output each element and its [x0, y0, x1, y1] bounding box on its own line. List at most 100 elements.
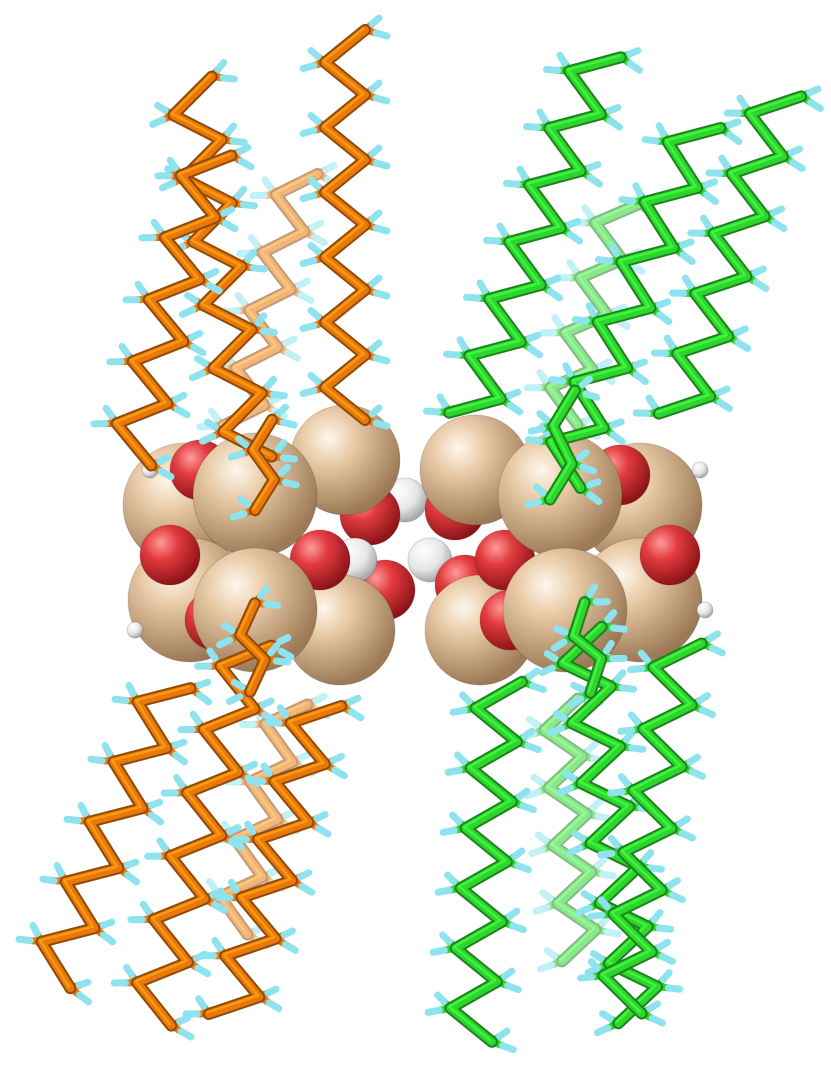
hydrogen-atom: [688, 768, 706, 780]
hydrogen-atom: [111, 695, 130, 705]
hydrogen-atom: [184, 291, 199, 304]
hydrogen-atom: [269, 390, 288, 400]
hydrogen-atom: [87, 755, 106, 765]
hydrogen-atom: [368, 14, 383, 28]
hydrogen-atom: [734, 338, 752, 353]
left-chain-core-link-top: [227, 403, 300, 521]
hydrogen-atom: [265, 999, 283, 1013]
hydrogen-atom: [700, 214, 713, 230]
hydrogen-atom: [276, 704, 290, 719]
hydrogen-atom: [656, 311, 673, 326]
hydrogen-atom: [648, 1014, 666, 1027]
hydrogen-atom: [237, 157, 255, 171]
chain-bond-highlight: [250, 416, 274, 511]
left-chain-lower-2: [15, 678, 213, 1006]
hydrogen-atom: [235, 435, 250, 449]
hydrogen-atom: [770, 218, 788, 233]
hydrogen-atom: [586, 174, 604, 188]
hydrogen-atom: [676, 815, 691, 828]
hydrogen-atom: [526, 344, 544, 359]
hydrogen-atom: [522, 122, 542, 131]
left-chain-upper-1: [299, 14, 391, 430]
hydrogen-atom: [551, 314, 564, 329]
hydrogen-atom: [276, 634, 292, 646]
hydrogen-atom: [562, 362, 574, 378]
hydrogen-atom: [331, 766, 348, 780]
hydrogen-atom: [205, 281, 223, 295]
hydrogen-atom: [524, 498, 543, 509]
hydrogen-atom: [663, 334, 676, 350]
hydrogen-atom: [194, 355, 209, 368]
hydrogen-atom: [570, 681, 586, 693]
hydrogen-atom: [372, 29, 391, 40]
hydrogen-atom: [609, 431, 626, 446]
hydrogen-atom: [307, 242, 322, 255]
hydrogen-atom: [789, 158, 806, 173]
hydrogen-atom: [613, 669, 627, 684]
hydrogen-atom: [234, 292, 248, 307]
hydrogen-atom: [516, 165, 529, 181]
hydrogen-atom: [585, 478, 602, 489]
hydrogen-atom: [696, 692, 711, 704]
hydrogen-atom: [15, 935, 34, 945]
hydrogen-atom: [227, 450, 246, 461]
chain-bond: [133, 641, 276, 1030]
hydrogen-atom: [524, 436, 544, 445]
hydrogen-atom: [221, 219, 239, 233]
hydrogen-atom: [307, 307, 322, 320]
hydrogen-atom: [314, 824, 332, 838]
oxygen-atom: [639, 524, 701, 586]
hydrogen-atom: [307, 112, 322, 125]
hydrogen-atom: [368, 144, 383, 158]
chain-bond: [445, 53, 625, 417]
right-chain-core-link-bottom: [550, 583, 628, 709]
right-chain-lower-3: [577, 630, 726, 1027]
hydrogen-atom: [219, 74, 238, 83]
hydrogen-atom: [597, 896, 611, 911]
hydrogen-atom: [220, 622, 236, 634]
hydrogen-atom: [585, 160, 602, 172]
hydrogen-atom: [194, 964, 212, 978]
hydrogen-atom: [347, 708, 365, 722]
hydrogen-atom: [534, 831, 550, 844]
hydrogen-atom: [220, 205, 236, 217]
hydrogen-atom: [618, 684, 638, 693]
hydrogen-atom: [310, 233, 328, 247]
hydrogen-atom: [368, 209, 383, 223]
hydrogen-atom: [234, 185, 248, 200]
hydrogen-atom: [646, 864, 665, 873]
hydrogen-atom: [299, 127, 318, 137]
hydrogen-atom: [608, 242, 621, 258]
hydrogen-atom: [715, 385, 731, 397]
hydrogen-atom: [607, 788, 626, 797]
hydrogen-atom: [208, 407, 221, 423]
hydrogen-atom: [603, 928, 622, 938]
hydrogen-atom: [368, 339, 383, 353]
hydrogen-atom: [454, 751, 468, 766]
hydrogen-atom: [495, 1027, 511, 1040]
hydrogen-atom: [787, 145, 804, 157]
hydrogen-atom: [632, 358, 649, 369]
left-chain-core-link-bottom: [216, 585, 292, 705]
hydrogen-atom: [655, 122, 667, 138]
hydrogen-atom: [126, 621, 144, 639]
hydrogen-atom: [226, 824, 242, 836]
hydrogen-atom: [242, 760, 259, 772]
hydrogen-atom: [650, 909, 664, 924]
hydrogen-atom: [279, 454, 298, 463]
hydrogen-atom: [529, 682, 547, 694]
hydrogen-atom: [148, 811, 165, 826]
hydrogen-atom: [308, 219, 325, 232]
hydrogen-atom: [594, 812, 613, 822]
hydrogen-atom: [605, 104, 622, 115]
hydrogen-atom: [527, 425, 546, 435]
hydrogen-atom: [462, 293, 482, 302]
hydrogen-atom: [262, 600, 282, 609]
chain-bond-highlight: [170, 73, 272, 457]
hydrogen-atom: [499, 1042, 517, 1054]
hydrogen-atom: [504, 982, 522, 994]
hydrogen-atom: [429, 946, 448, 956]
hydrogen-atom: [206, 878, 219, 893]
hydrogen-atom: [236, 143, 252, 155]
